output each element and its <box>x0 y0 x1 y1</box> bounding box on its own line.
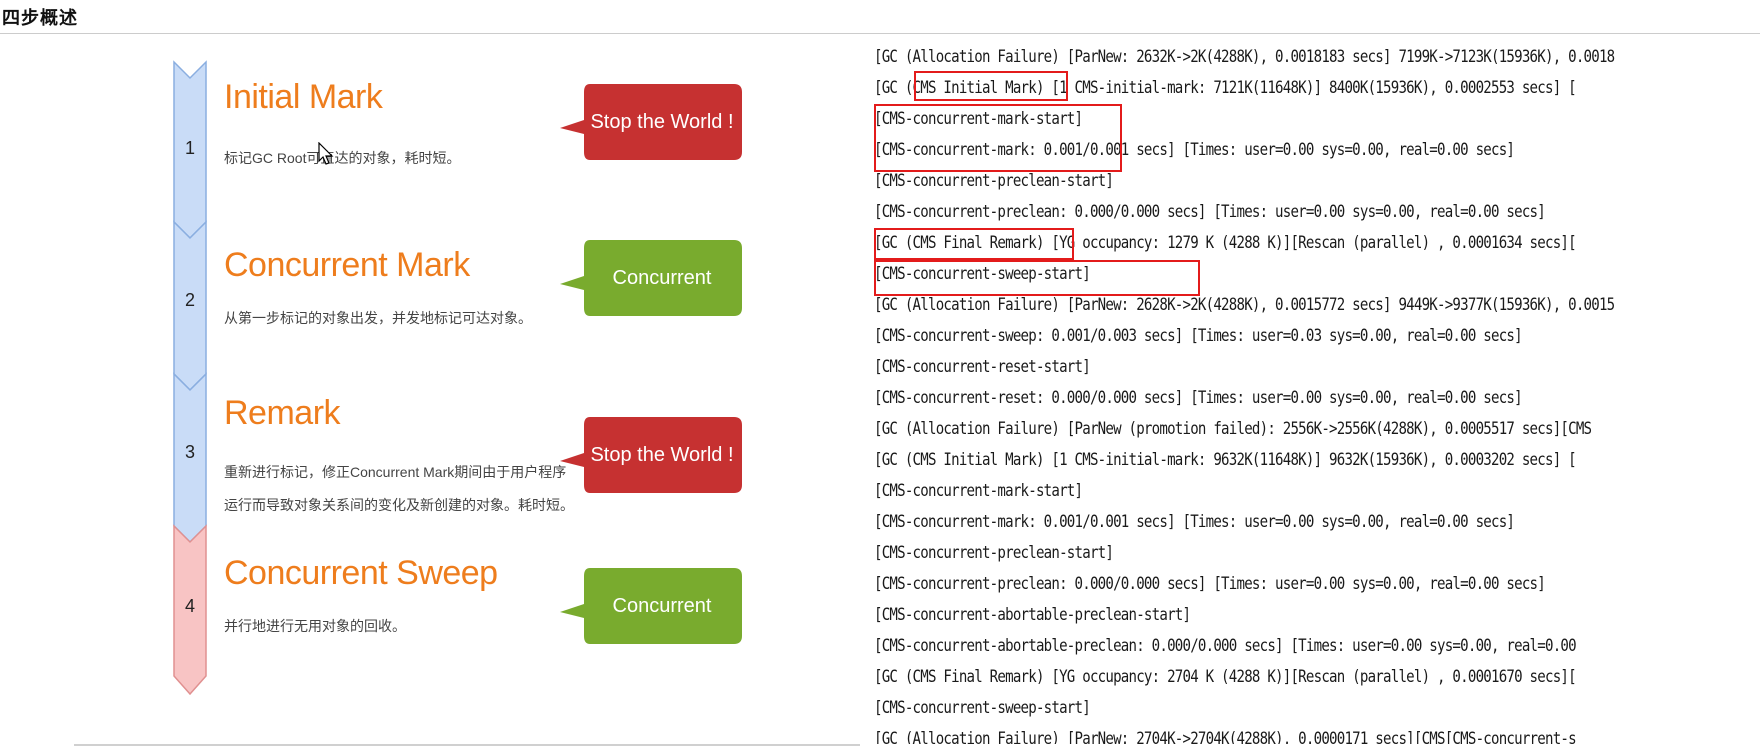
chevron-arrow <box>173 60 207 696</box>
step-number-1: 1 <box>184 138 195 158</box>
step-title-3: Remark <box>224 394 341 432</box>
highlight-final-remark <box>874 228 1074 260</box>
step-title-2: Concurrent Mark <box>224 246 470 284</box>
step-description-3-line-1: 重新进行标记，修正Concurrent Mark期间由于用户程序 <box>224 464 567 480</box>
log-line: [GC (Allocation Failure) [ParNew (promot… <box>874 419 1592 438</box>
log-line: [CMS-concurrent-mark: 0.001/0.001 secs] … <box>874 512 1515 531</box>
cms-phase-diagram: 1 Initial Mark 标记GC Root可直达的对象，耗时短。 Stop… <box>0 34 860 734</box>
highlight-concurrent-mark <box>874 104 1122 172</box>
log-line: [GC (Allocation Failure) [ParNew: 2628K-… <box>874 295 1615 314</box>
log-line: [GC (CMS Final Remark) [YG occupancy: 12… <box>874 233 1577 252</box>
log-line: [GC (CMS Final Remark) [YG occupancy: 27… <box>874 667 1577 686</box>
step-title-1: Initial Mark <box>224 78 383 116</box>
badge-label-1: Stop the World ! <box>590 110 734 133</box>
highlight-concurrent-sweep <box>874 260 1200 296</box>
highlight-cms-initial-mark <box>914 71 1068 101</box>
concurrent-bubble-4 <box>560 568 742 644</box>
log-line: [CMS-concurrent-preclean-start] <box>874 171 1114 190</box>
log-line: [GC (CMS Initial Mark) [1 CMS-initial-ma… <box>874 450 1577 469</box>
chevron-segment-4 <box>173 524 207 696</box>
bottom-divider <box>74 744 860 746</box>
log-line: [CMS-concurrent-mark-start] <box>874 109 1083 128</box>
step-title-4: Concurrent Sweep <box>224 554 498 592</box>
log-line: [CMS-concurrent-reset-start] <box>874 357 1091 376</box>
log-line: [CMS-concurrent-preclean-start] <box>874 543 1114 562</box>
log-line: [CMS-concurrent-sweep: 0.001/0.003 secs]… <box>874 326 1523 345</box>
concurrent-bubble-2 <box>560 240 742 316</box>
log-line: [GC (Allocation Failure) [ParNew: 2704K-… <box>874 729 1577 744</box>
log-line: [CMS-concurrent-reset: 0.000/0.000 secs]… <box>874 388 1523 407</box>
stop-the-world-bubble-1 <box>560 84 742 160</box>
log-line: [CMS-concurrent-abortable-preclean-start… <box>874 605 1191 624</box>
badge-label-4: Concurrent <box>612 594 712 617</box>
step-description-1: 标记GC Root可直达的对象，耗时短。 <box>224 150 461 166</box>
step-number-3: 3 <box>184 442 195 462</box>
log-line: [GC (Allocation Failure) [ParNew: 2632K-… <box>874 47 1615 66</box>
page-title: 四步概述 <box>2 8 78 29</box>
log-line: [CMS-concurrent-preclean: 0.000/0.000 se… <box>874 574 1546 593</box>
log-line: [CMS-concurrent-mark-start] <box>874 481 1083 500</box>
log-line: [CMS-concurrent-sweep-start] <box>874 264 1091 283</box>
mouse-cursor-icon <box>318 142 334 165</box>
log-line: [CMS-concurrent-sweep-start] <box>874 698 1091 717</box>
step-number-4: 4 <box>184 596 195 616</box>
badge-label-3: Stop the World ! <box>590 443 734 466</box>
log-line: [GC (CMS Initial Mark) [1 CMS-initial-ma… <box>874 78 1577 97</box>
log-line: [CMS-concurrent-mark: 0.001/0.001 secs] … <box>874 140 1515 159</box>
page-header: 四步概述 <box>0 0 1760 34</box>
log-line: [CMS-concurrent-preclean: 0.000/0.000 se… <box>874 202 1546 221</box>
step-description-2: 从第一步标记的对象出发，并发地标记可达对象。 <box>224 310 532 326</box>
step-description-4: 并行地进行无用对象的回收。 <box>224 618 406 634</box>
badge-label-2: Concurrent <box>612 266 712 289</box>
step-number-2: 2 <box>184 290 195 310</box>
log-line: [CMS-concurrent-abortable-preclean: 0.00… <box>874 636 1577 655</box>
gc-log-panel: [GC (Allocation Failure) [ParNew: 2632K-… <box>860 44 1692 744</box>
step-description-3-line-2: 运行而导致对象关系间的变化及新创建的对象。耗时短。 <box>224 497 574 513</box>
stop-the-world-bubble-3 <box>560 417 742 493</box>
